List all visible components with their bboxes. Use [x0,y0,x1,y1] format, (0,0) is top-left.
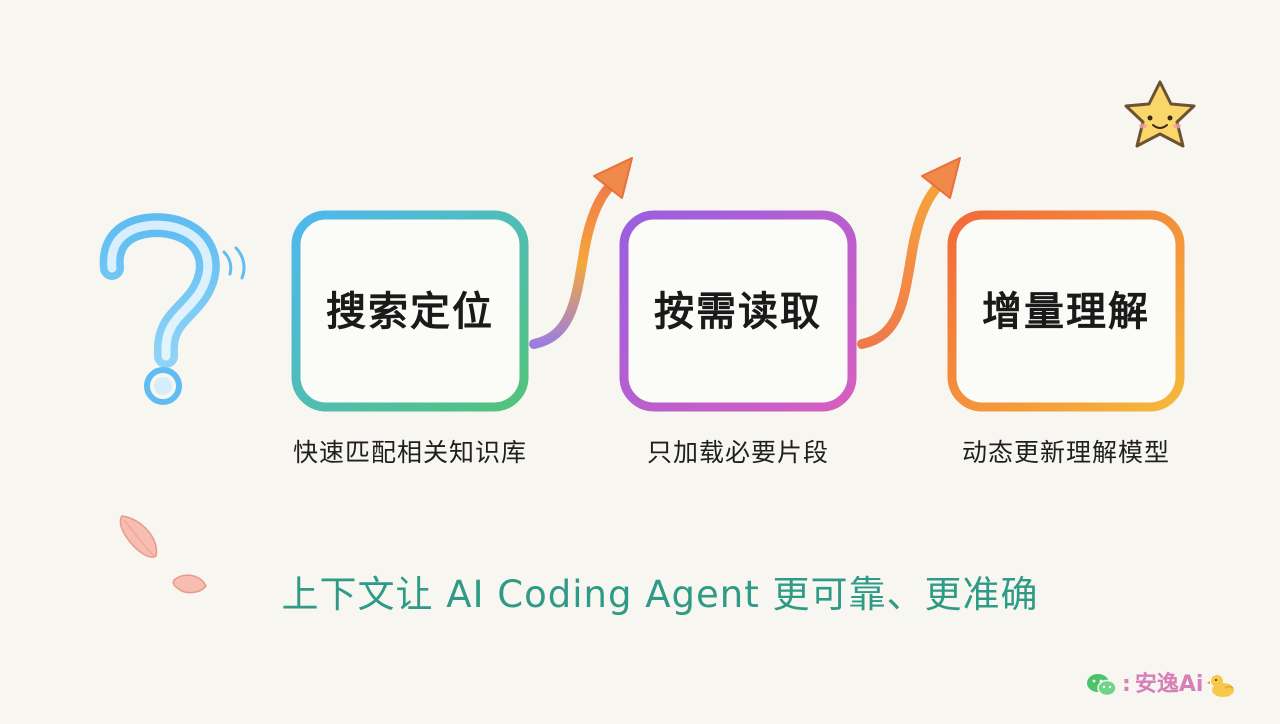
step-caption: 只加载必要片段 [646,438,829,467]
step-title: 搜索定位 [326,289,494,335]
petal-icon [119,515,158,558]
step-box-search [291,210,529,412]
step-caption: 动态更新理解模型 [961,438,1170,467]
smiling-star-icon [1124,80,1196,148]
step-caption: 快速匹配相关知识库 [292,438,527,467]
petal-icon [172,574,207,594]
wechat-icon [1087,674,1117,697]
tagline: 上下文让 AI Coding Agent 更可靠、更准确 [281,573,1039,616]
duck-icon [1207,675,1235,697]
step-title: 按需读取 [654,289,822,335]
watermark-separator: : [1122,672,1131,697]
arrow-icon [857,157,961,349]
watermark-brand: 安逸Ai [1134,672,1204,697]
arrow-icon [529,157,633,349]
question-mark-icon [99,213,246,405]
step-box-understand [947,210,1185,412]
step-title: 增量理解 [982,289,1150,335]
watermark: : 安逸Ai [1086,670,1237,700]
step-box-read [619,210,857,412]
